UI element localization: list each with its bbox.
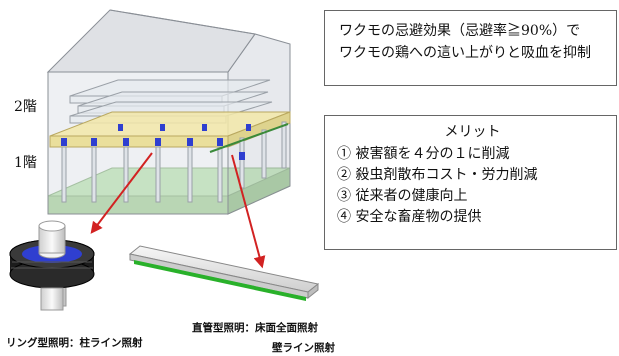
effect-description-box: ワクモの忌避効果（忌避率≧90%）で ワクモの鶏への這い上がりと吸血を抑制 [324,10,617,86]
ring-light-detail [9,220,95,311]
tube-light-caption-2: 壁ライン照射 [272,342,335,354]
floor-label-2f: 2階 [14,99,37,115]
arrow-to-ring-light [90,152,153,234]
ring-light-caption: リング型照明：柱ライン照射 [6,337,143,349]
floor-label-1f: 1階 [14,155,37,171]
merit-item-2: ② 殺虫剤散布コスト・労力削減 [337,167,538,183]
tube-light-detail [128,245,320,301]
tube-light-caption-1: 直管型照明：床面全面照射 [192,322,318,334]
poultry-house [46,9,291,215]
arrow-to-tube-light [231,154,266,269]
effect-line-1: ワクモの忌避効果（忌避率≧90%）で [339,23,581,39]
effect-line-2: ワクモの鶏への這い上がりと吸血を抑制 [339,45,591,61]
house-roof [46,9,256,73]
merit-box: メリット ① 被害額を４分の１に削減 ② 殺虫剤散布コスト・労力削減 ③ 従来者… [324,115,617,250]
merit-item-3: ③ 従来者の健康向上 [337,188,468,204]
merit-item-1: ① 被害額を４分の１に削減 [337,146,510,162]
post-ring-lights [61,124,251,160]
support-posts [61,121,287,203]
merit-title: メリット [444,124,501,140]
merit-item-4: ④ 安全な畜産物の提供 [337,209,482,225]
wall-tube-light [209,123,289,153]
